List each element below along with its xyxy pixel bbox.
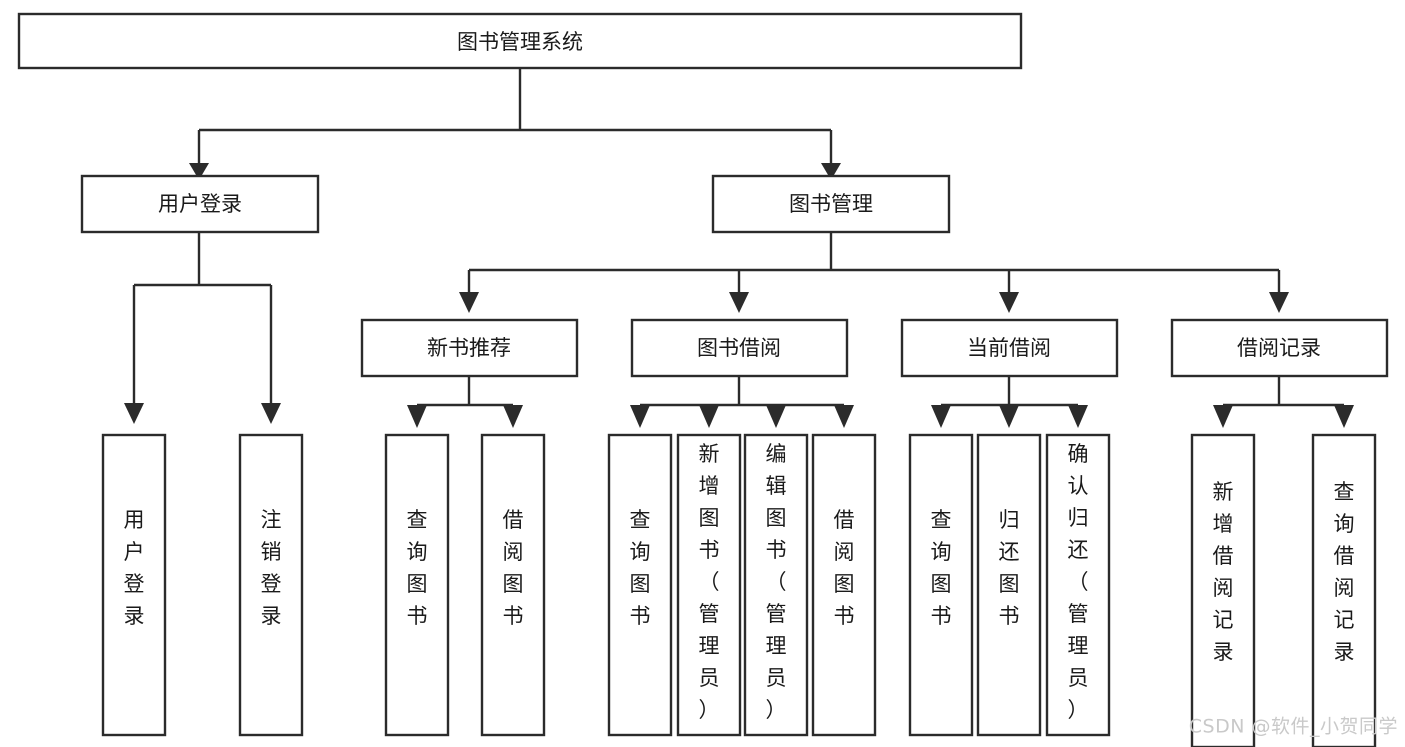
- arrow-head-to-user-login: [189, 163, 209, 180]
- node-box[interactable]: [360, 318, 579, 378]
- node-book-manage[interactable]: 图书管理: [711, 174, 951, 234]
- node-box[interactable]: [908, 433, 974, 737]
- arrow-head-to-borrow-record: [1269, 292, 1289, 313]
- node-borrow-record[interactable]: 借阅记录: [1170, 318, 1389, 378]
- node-box[interactable]: [743, 433, 809, 737]
- edge-root-to-level1: [197, 68, 833, 163]
- node-leaf-user-login[interactable]: 用户登录: [101, 433, 167, 737]
- node-new-book-recommend[interactable]: 新书推荐: [360, 318, 579, 378]
- node-leaf-query-book-c[interactable]: 查询图书: [908, 433, 974, 737]
- node-leaf-borrow-book-a[interactable]: 借阅图书: [480, 433, 546, 737]
- arrow-head-to-leaf-query-book-b: [630, 405, 650, 428]
- node-box[interactable]: [1190, 433, 1256, 747]
- node-label: 新书推荐: [427, 336, 511, 360]
- arrow-head-to-leaf-user-login: [124, 403, 144, 424]
- edge-book-borrow-to-leaves: [638, 376, 846, 407]
- node-label: 编辑图书（管理员）: [766, 442, 787, 722]
- node-label: 查询借阅记录: [1334, 480, 1355, 664]
- node-box[interactable]: [711, 174, 951, 234]
- node-box[interactable]: [676, 433, 742, 737]
- arrow-head-to-leaf-borrow-book-b: [834, 405, 854, 428]
- node-box[interactable]: [630, 318, 849, 378]
- node-label: 注销登录: [261, 508, 282, 628]
- node-leaf-add-book-admin[interactable]: 新增图书（管理员）: [676, 433, 742, 737]
- node-book-borrow[interactable]: 图书借阅: [630, 318, 849, 378]
- node-box[interactable]: [900, 318, 1119, 378]
- edge-book-manage-to-level2: [467, 232, 1281, 292]
- node-label: 图书管理: [789, 192, 873, 216]
- node-label: 新增借阅记录: [1213, 480, 1234, 664]
- node-leaf-query-book-b[interactable]: 查询图书: [607, 433, 673, 737]
- node-box[interactable]: [607, 433, 673, 737]
- node-box[interactable]: [17, 12, 1023, 70]
- arrow-head-to-leaf-confirm-return-admin: [1068, 405, 1088, 428]
- node-label: 新增图书（管理员）: [699, 442, 720, 722]
- arrow-head-to-leaf-return-book: [999, 405, 1019, 428]
- node-label: 归还图书: [999, 508, 1020, 628]
- node-box[interactable]: [811, 433, 877, 737]
- node-label: 图书借阅: [697, 336, 781, 360]
- node-leaf-confirm-return-admin[interactable]: 确认归还（管理员）: [1045, 433, 1111, 737]
- node-label: 确认归还（管理员）: [1068, 442, 1089, 722]
- node-box[interactable]: [1045, 433, 1111, 737]
- node-user-login[interactable]: 用户登录: [80, 174, 320, 234]
- node-leaf-query-book-a[interactable]: 查询图书: [384, 433, 450, 737]
- node-label: 借阅记录: [1237, 336, 1321, 360]
- arrow-head-to-book-manage: [821, 163, 841, 180]
- node-box[interactable]: [1170, 318, 1389, 378]
- node-label: 查询图书: [931, 508, 952, 628]
- node-current-borrow[interactable]: 当前借阅: [900, 318, 1119, 378]
- edge-layer: [124, 68, 1354, 428]
- node-box[interactable]: [80, 174, 320, 234]
- arrow-head-to-book-borrow: [729, 292, 749, 313]
- edge-new-book-rec-to-leaves: [417, 376, 513, 407]
- node-box[interactable]: [101, 433, 167, 737]
- arrow-head-to-leaf-add-book-admin: [699, 405, 719, 428]
- node-label: 查询图书: [630, 508, 651, 628]
- edge-borrow-record-to-leaves: [1221, 376, 1346, 407]
- node-leaf-query-borrow-record[interactable]: 查询借阅记录: [1311, 433, 1377, 747]
- arrow-head-to-current-borrow: [999, 292, 1019, 313]
- arrow-head-to-leaf-add-borrow-record: [1213, 405, 1233, 428]
- node-box[interactable]: [976, 433, 1042, 737]
- node-leaf-return-book[interactable]: 归还图书: [976, 433, 1042, 737]
- node-label: 当前借阅: [967, 336, 1051, 360]
- arrow-head-to-leaf-user-logout: [261, 403, 281, 424]
- arrow-head-to-new-book-rec: [459, 292, 479, 313]
- node-label: 借阅图书: [834, 508, 855, 628]
- node-label: 用户登录: [124, 508, 145, 628]
- node-box[interactable]: [384, 433, 450, 737]
- node-leaf-add-borrow-record[interactable]: 新增借阅记录: [1190, 433, 1256, 747]
- node-leaf-edit-book-admin[interactable]: 编辑图书（管理员）: [743, 433, 809, 737]
- edge-user-login-to-leaves: [132, 232, 273, 403]
- node-box[interactable]: [238, 433, 304, 737]
- edge-current-borrow-to-leaves: [939, 376, 1080, 407]
- arrow-head-to-leaf-edit-book-admin: [766, 405, 786, 428]
- node-leaf-user-logout[interactable]: 注销登录: [238, 433, 304, 737]
- arrow-head-to-leaf-query-book-c: [931, 405, 951, 428]
- arrow-head-to-leaf-query-book-a: [407, 405, 427, 428]
- node-leaf-borrow-book-b[interactable]: 借阅图书: [811, 433, 877, 737]
- node-label: 用户登录: [158, 192, 242, 216]
- csdn-watermark: CSDN @软件_小贺同学: [1189, 716, 1398, 738]
- node-box[interactable]: [480, 433, 546, 737]
- node-root-book-management-system[interactable]: 图书管理系统: [17, 12, 1023, 70]
- node-label: 图书管理系统: [457, 30, 583, 54]
- node-label: 查询图书: [407, 508, 428, 628]
- arrow-head-to-leaf-borrow-book-a: [503, 405, 523, 428]
- arrow-head-to-leaf-query-borrow-record: [1334, 405, 1354, 428]
- node-label: 借阅图书: [503, 508, 524, 628]
- node-box[interactable]: [1311, 433, 1377, 747]
